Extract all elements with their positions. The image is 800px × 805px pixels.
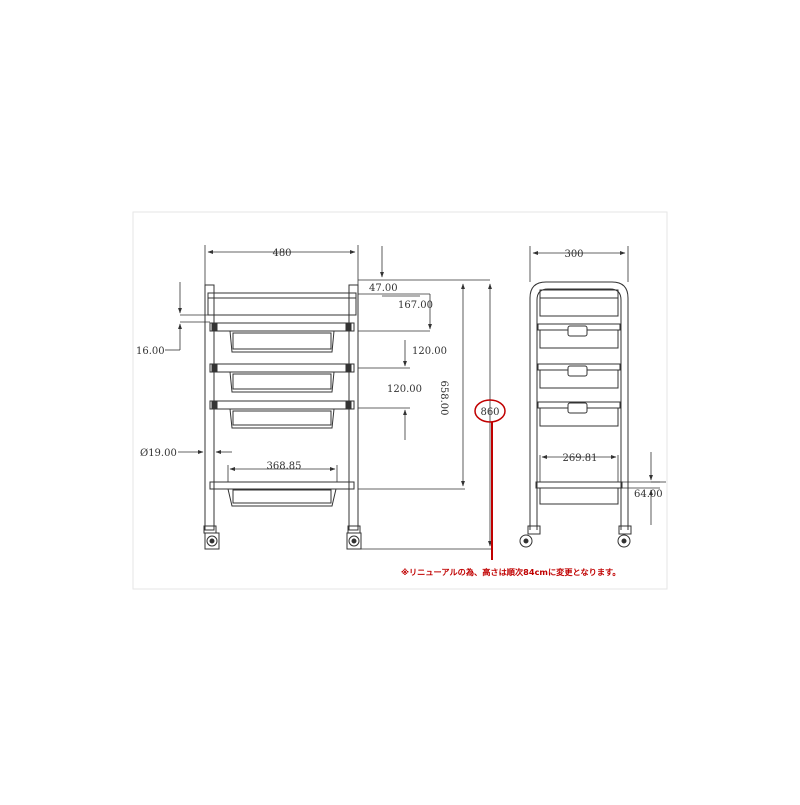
side-right-caster	[617, 525, 632, 548]
dim-tube-diameter: Ø19.00	[140, 448, 177, 459]
side-drawer-3	[537, 401, 621, 427]
dim-inner-height: 658.00	[438, 381, 449, 416]
dim-drawer-pitch-1: 120.00	[412, 346, 447, 357]
left-caster	[203, 525, 220, 550]
side-drawer-2	[537, 363, 621, 389]
renewal-note: ※リニューアルの為、高さは順次84cmに変更となります。	[401, 567, 621, 577]
dim-top-offset: 47.00	[369, 283, 398, 294]
bottom-tray	[209, 481, 355, 507]
dim-drawer-pitch-2: 120.00	[387, 384, 422, 395]
top-tray	[207, 292, 357, 316]
sheet-border	[132, 211, 668, 590]
total-height-circle	[474, 399, 506, 423]
side-drawer-1	[537, 323, 621, 349]
dim-tray-width: 368.85	[267, 461, 302, 472]
drawer-1	[209, 322, 355, 353]
right-caster	[346, 525, 362, 550]
dim-width: 480	[272, 248, 291, 259]
dim-total-height: 860	[480, 407, 499, 418]
front-dimensions	[165, 245, 492, 550]
dim-bottom-clearance: 64.00	[634, 489, 663, 500]
side-dimensions	[529, 246, 666, 525]
side-left-caster	[519, 525, 541, 548]
drawer-3	[209, 400, 355, 429]
side-view	[519, 281, 632, 548]
dim-rail-offset: 167.00	[398, 300, 433, 311]
dim-tray-depth: 269.81	[563, 453, 598, 464]
front-view	[203, 284, 362, 550]
side-bottom-tray	[535, 481, 623, 505]
dim-frame-thickness: 16.00	[136, 346, 165, 357]
total-height-dimension	[474, 283, 506, 560]
dim-depth: 300	[564, 249, 583, 260]
drawer-2	[209, 363, 355, 393]
